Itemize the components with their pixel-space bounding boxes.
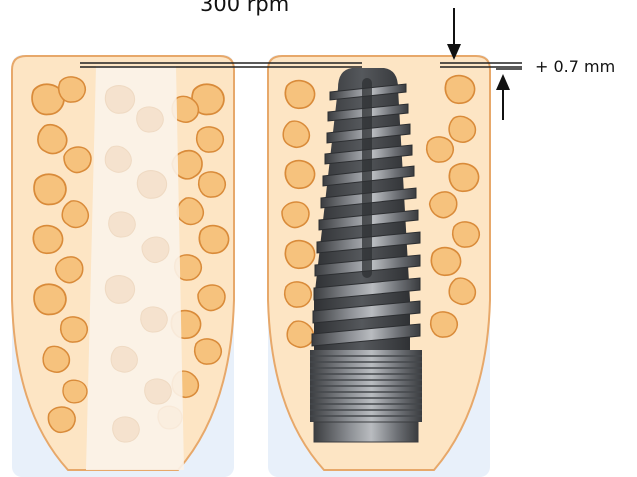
- arrow-down-icon: [447, 8, 461, 60]
- left-bone-panel: [12, 55, 234, 477]
- depth-offset-label: + 0.7 mm: [535, 57, 615, 76]
- implant-collar: [310, 350, 422, 442]
- implant-groove: [362, 78, 372, 278]
- speed-label: 300 rpm: [200, 0, 289, 16]
- right-bone-panel: [268, 55, 490, 477]
- osteotomy-channel: [86, 66, 184, 470]
- arrow-up-icon: [496, 74, 510, 120]
